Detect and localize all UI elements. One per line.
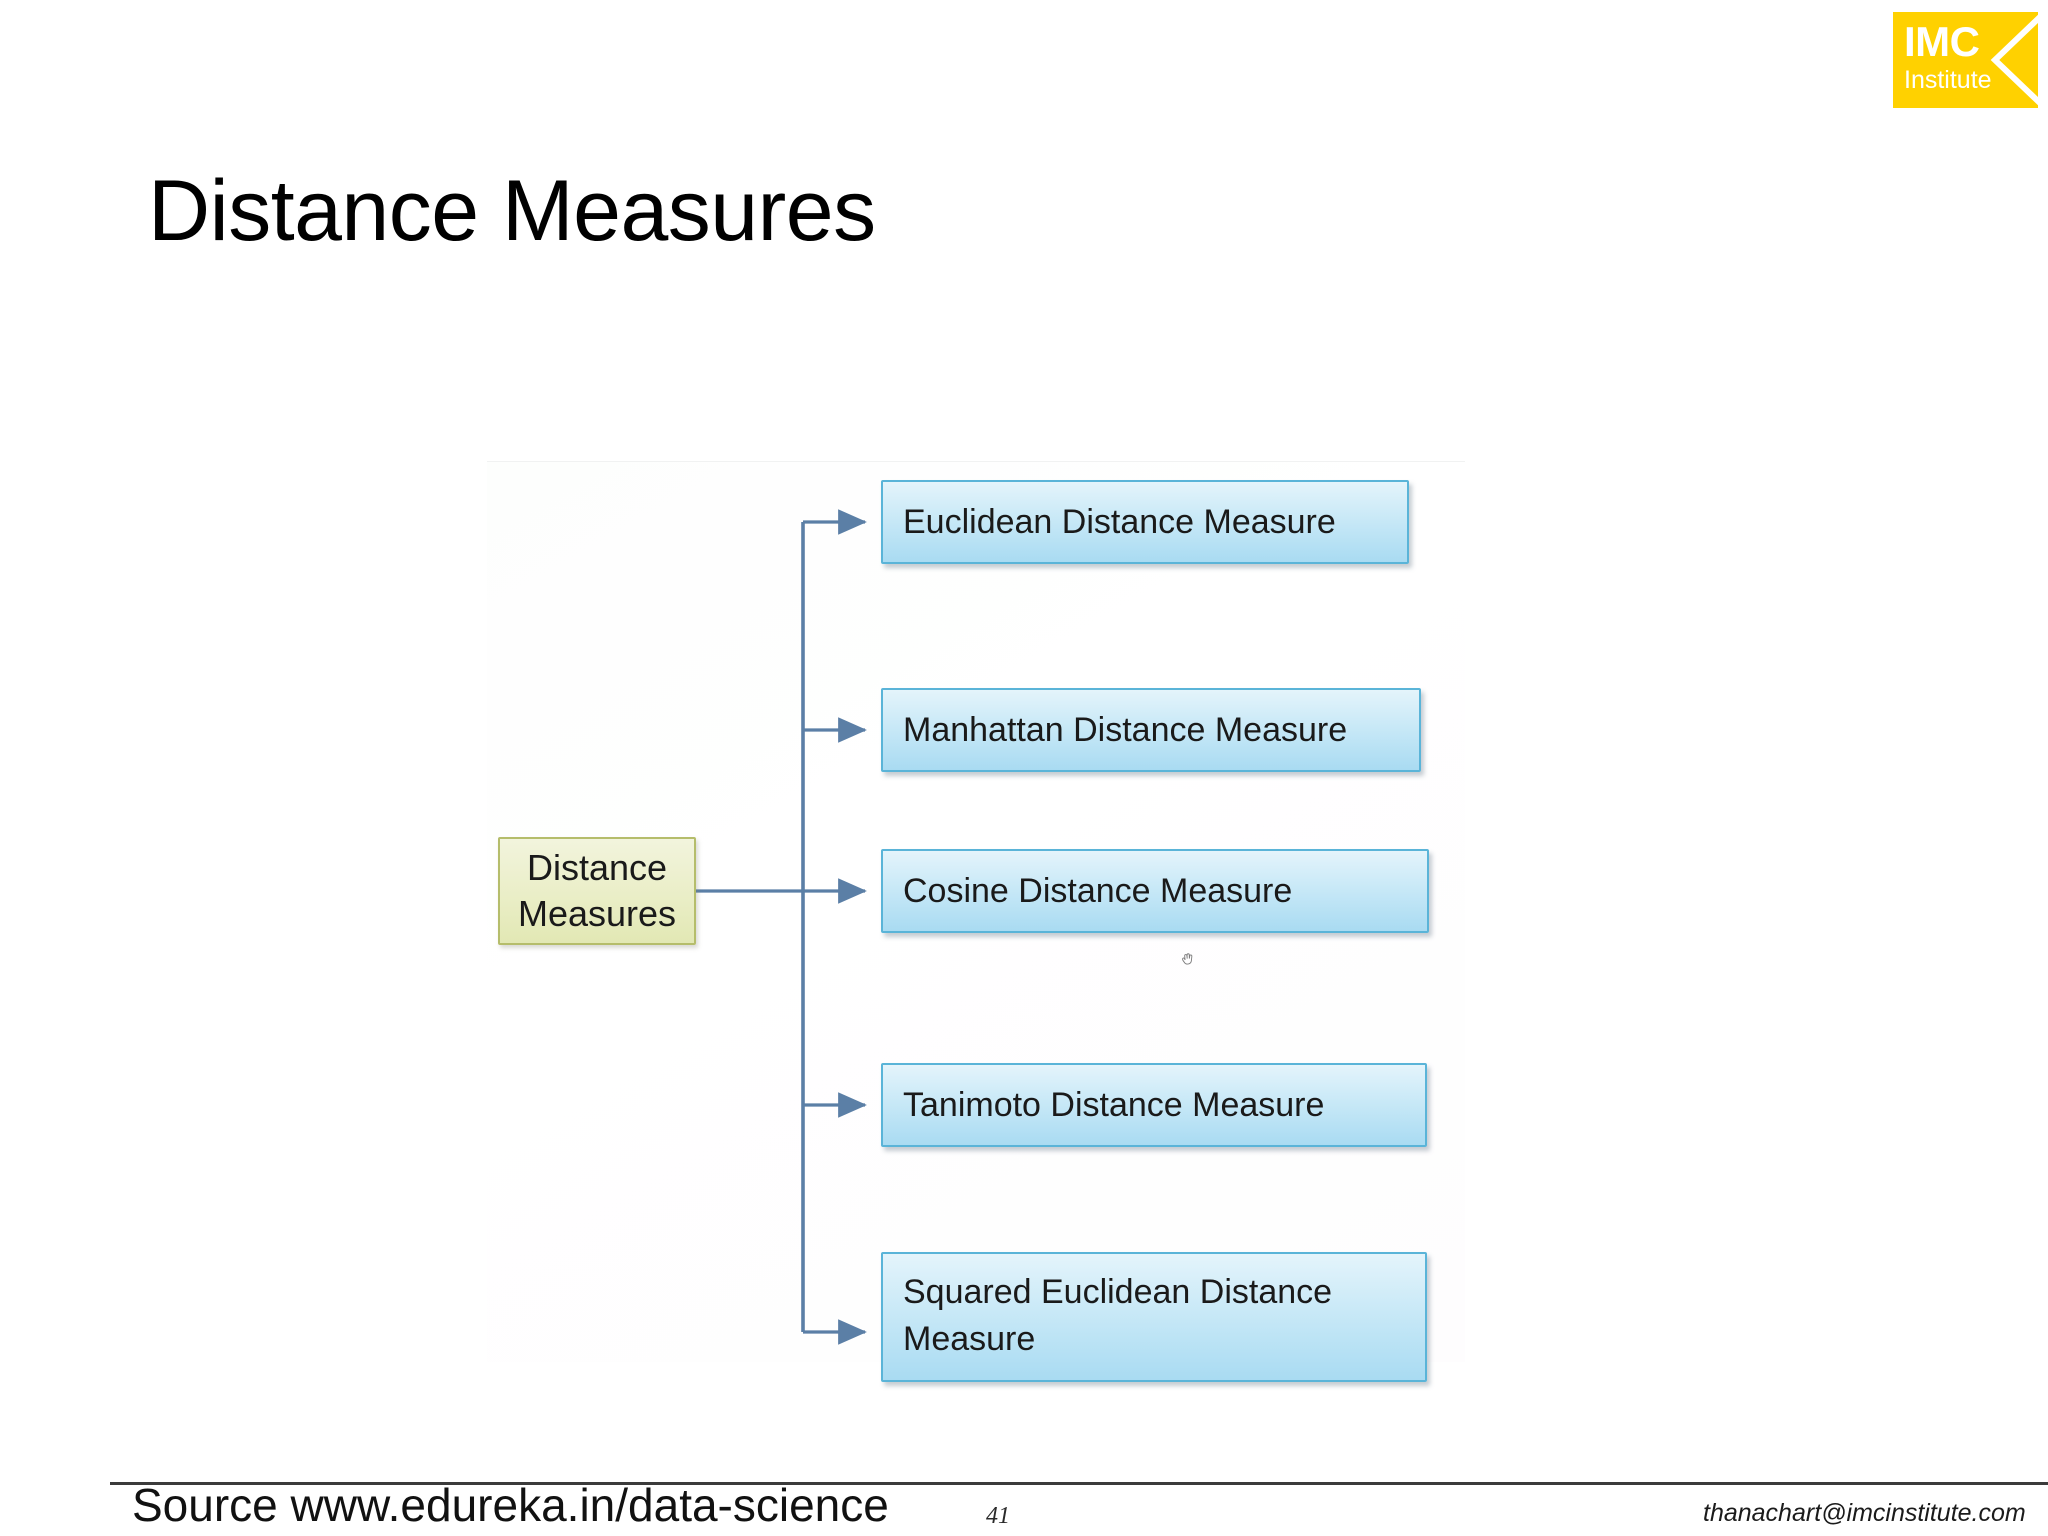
page-title: Distance Measures [148,163,876,259]
leaf-label: Tanimoto Distance Measure [903,1086,1325,1124]
imc-institute-logo: IMC Institute [1893,12,2038,108]
footer-email-text: thanachart@imcinstitute.com [1703,1499,2026,1527]
logo-title: IMC [1904,18,1980,65]
diagram-node-euclidean[interactable]: Euclidean Distance Measure [881,480,1409,564]
diagram-node-cosine[interactable]: Cosine Distance Measure [881,849,1429,933]
leaf-label-line2: Measure [903,1320,1036,1358]
root-label-line1: Distance [526,847,668,888]
diagram-node-root[interactable]: Distance Measures [498,837,696,945]
diagram-node-tanimoto[interactable]: Tanimoto Distance Measure [881,1063,1427,1147]
leaf-label: Manhattan Distance Measure [903,711,1348,749]
footer-source-text: Source www.edureka.in/data-science [132,1479,889,1531]
leaf-label: Euclidean Distance Measure [903,503,1336,541]
imc-chevron-mark-icon [1990,14,2038,106]
leaf-label-line1: Squared Euclidean Distance [903,1273,1333,1311]
logo-subtitle: Institute [1904,66,1992,94]
root-label-line2: Measures [517,893,677,934]
grab-hand-cursor-icon [1182,953,1193,965]
footer-divider [110,1482,2048,1485]
diagram-node-manhattan[interactable]: Manhattan Distance Measure [881,688,1421,772]
diagram-node-squared-euclidean[interactable]: Squared Euclidean Distance Measure [881,1252,1427,1382]
leaf-label: Cosine Distance Measure [903,872,1293,910]
footer-page-number: 41 [986,1503,1010,1529]
distance-measures-diagram: Distance Measures Euclidean Distance Mea… [487,461,1465,1382]
